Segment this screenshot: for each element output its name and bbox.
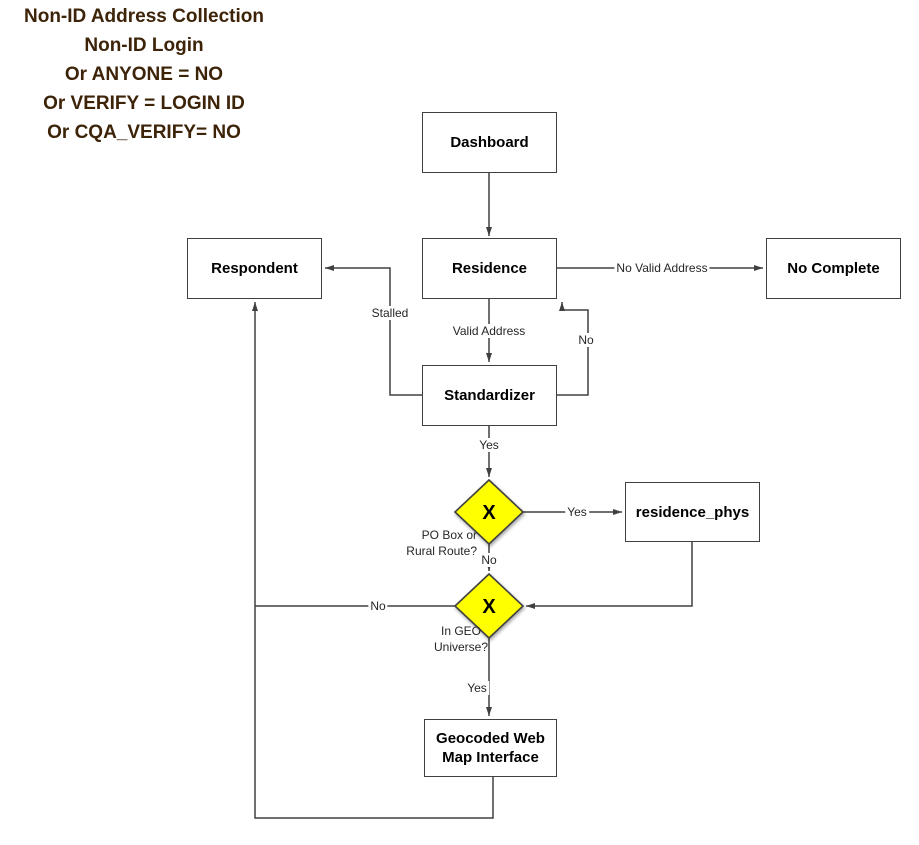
decision1-x-label: X bbox=[482, 502, 496, 524]
edge-label-yes-to-decision1: Yes bbox=[477, 438, 501, 452]
node-respondent-label: Respondent bbox=[211, 260, 298, 277]
node-residence-phys-label: residence_phys bbox=[635, 503, 750, 521]
title-line-5: Or CQA_VERIFY= NO bbox=[47, 122, 241, 143]
node-dashboard-label: Dashboard bbox=[450, 134, 529, 151]
title-line-4: Or VERIFY = LOGIN ID bbox=[43, 93, 245, 114]
edge-label-no-to-respondent: No bbox=[368, 599, 388, 613]
decision2-x-label: X bbox=[482, 596, 496, 618]
edge-label-stalled: Stalled bbox=[369, 306, 411, 320]
title-line-1: Non-ID Address Collection bbox=[24, 6, 264, 27]
node-respondent: Respondent bbox=[187, 238, 322, 299]
node-no-complete: No Complete bbox=[766, 238, 901, 299]
title-block: Non-ID Address Collection Non-ID Login O… bbox=[10, 2, 278, 147]
decision1-diamond bbox=[453, 478, 525, 546]
node-geocoded-web-map-interface: Geocoded Web Map Interface bbox=[424, 719, 557, 777]
edge-standardizer-stalled-to-respondent bbox=[325, 265, 422, 396]
edge-label-no-to-decision2: No bbox=[479, 553, 499, 567]
edge-label-no-valid-address: No Valid Address bbox=[614, 261, 710, 275]
node-residence-phys: residence_phys bbox=[625, 482, 760, 542]
edge-label-valid-address: Valid Address bbox=[450, 324, 528, 338]
decision2-caption: In GEO Universe? bbox=[433, 624, 489, 654]
node-no-complete-label: No Complete bbox=[787, 260, 880, 277]
edge-label-yes-to-residence-phys: Yes bbox=[565, 505, 589, 519]
edge-label-no-residence-loop: No bbox=[576, 333, 596, 347]
edge-label-yes-to-geocoded: Yes bbox=[465, 681, 489, 695]
node-dashboard: Dashboard bbox=[422, 112, 557, 173]
edge-geocoded-loop-to-respondent bbox=[252, 302, 494, 819]
edge-standardizer-no-loop-to-residence bbox=[557, 302, 589, 396]
node-standardizer: Standardizer bbox=[422, 365, 557, 426]
node-residence: Residence bbox=[422, 238, 557, 299]
title-line-3: Or ANYONE = NO bbox=[64, 64, 224, 85]
edge-residence-phys-to-decision2 bbox=[526, 542, 693, 609]
decision2-diamond bbox=[453, 572, 525, 640]
decision1-caption: PO Box or Rural Route? bbox=[406, 528, 477, 558]
title-line-2: Non-ID Login bbox=[84, 35, 204, 56]
node-geocoded-label: Geocoded Web Map Interface bbox=[436, 730, 545, 766]
node-residence-label: Residence bbox=[451, 260, 528, 277]
node-standardizer-label: Standardizer bbox=[444, 387, 535, 404]
